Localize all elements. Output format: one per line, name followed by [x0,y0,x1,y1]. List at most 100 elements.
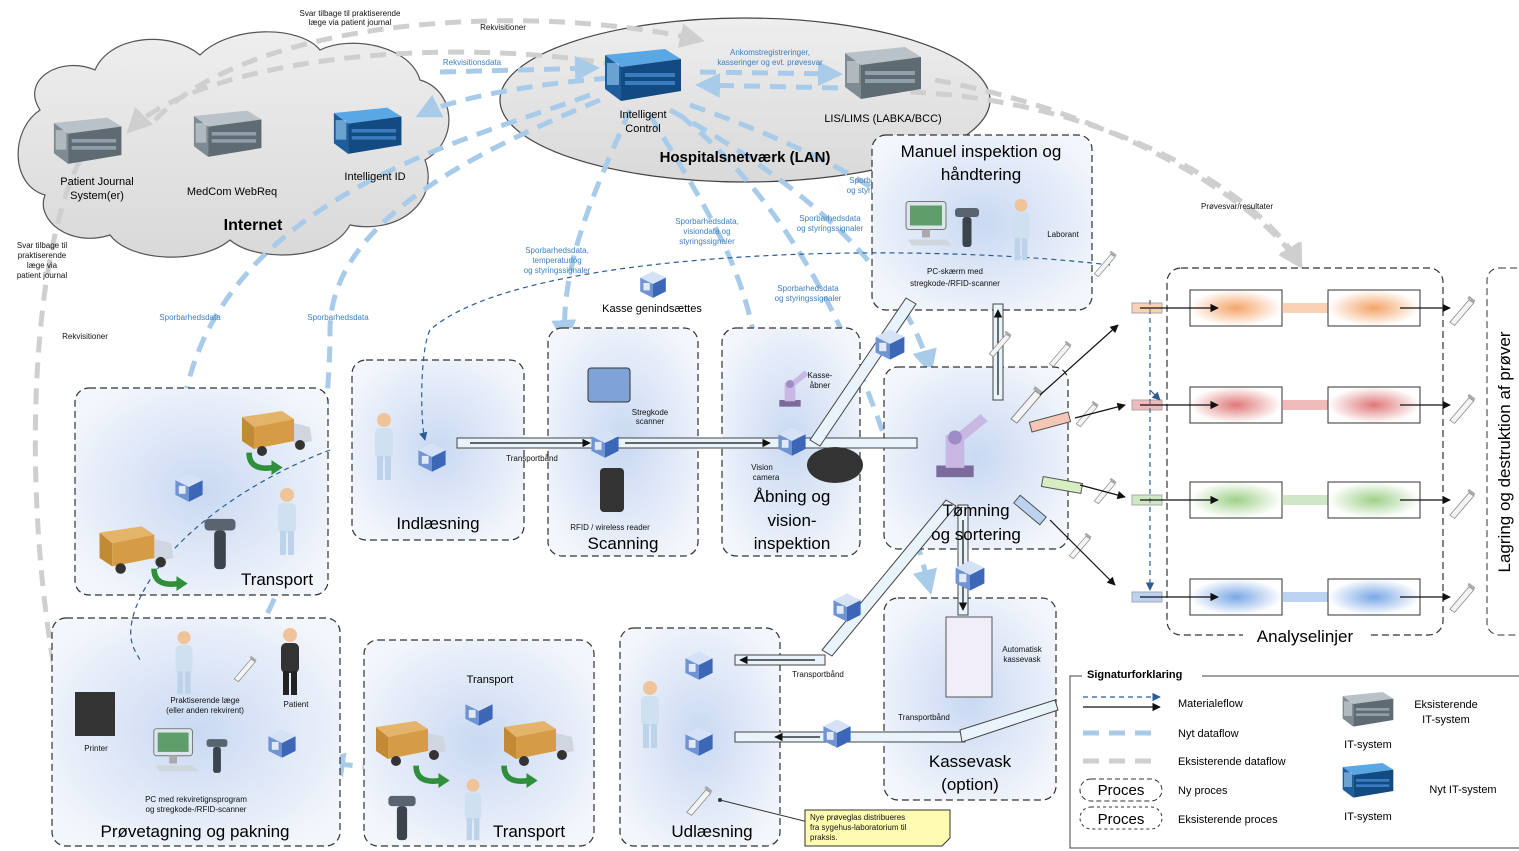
svar-top-label-2: læge via patient journal [309,18,392,27]
sporbar-vision-3: styringssignaler [679,237,735,246]
stregkode-scanner-icon [587,367,631,403]
provetagning-pc-label: PC med rekviretignsprogram [145,795,247,804]
sporbar-temp-3: og styringssignaler [524,266,591,275]
legend-nyt-dataflow: Nyt dataflow [1178,728,1239,740]
aabning-title-2: vision- [767,511,816,530]
manuel-title: Manuel inspektion og [901,142,1062,161]
kassevask-box [883,597,1057,801]
kasseaabner-label-2: åbner [810,381,831,390]
sorted-tube-2 [1040,476,1084,494]
provesvar-label: Prøvesvar/resultater [1201,202,1273,211]
svar-left-1: Svar tilbage til [17,241,67,250]
transport-top-title: Transport [241,570,313,589]
udlaesning-title: Udlæsning [671,822,752,841]
lagring-box [1486,267,1519,636]
provetagning-title: Prøvetagning og pakning [100,822,289,841]
printer-icon [75,692,115,736]
kasse-genind-box-icon [640,271,666,298]
kassevask-title-2: (option) [941,775,999,794]
transport-bottom-box [363,639,595,847]
kasseaabner-label: Kasse- [808,371,833,380]
note-line-3: praksis. [810,833,838,842]
sporbar-vision-2: visiondata og [683,227,730,236]
sporbar-styr1-2: og styringssignaler [797,224,864,233]
ankomst-label: Ankomstregistreringer, [730,48,810,57]
udlaesning-transportbaand: Transportbånd [792,670,844,679]
tomning-title-2: og sortering [931,525,1021,544]
sorted-tube-3 [1013,494,1047,526]
provetagning-pc-label-2: og stregkode-/RFID-scanner [146,805,247,814]
vision-label-2: camera [753,473,780,482]
analyse-link-2 [1282,495,1328,505]
manuel-pc-label-2: stregkode-/RFID-scanner [910,279,1000,288]
scanning-title: Scanning [588,534,659,553]
aabning-title: Åbning og [754,487,831,506]
intelligent-control-label-2: Control [625,123,660,135]
note-line-2: fra sygehus-laboratorium til [810,823,907,832]
kassevask-title: Kassevask [929,752,1012,771]
legend-eksisterende-proces: Eksisterende proces [1178,814,1278,826]
sporbar-temp-1: Sporbarhedsdata, [525,246,589,255]
sort-arrows [1039,324,1126,586]
stregkode-label-2: scanner [636,417,665,426]
svar-top-label: Svar tilbage til praktiserende [300,9,401,18]
provetagning-box [51,617,341,847]
legend-materialeflow: Materialeflow [1178,698,1243,710]
manuel-box [871,134,1093,311]
laborant-label: Laborant [1047,230,1079,239]
lagring-title: Lagring og destruktion af prøver [1495,331,1514,572]
patient-journal-label-2: System(er) [70,190,124,202]
internet-title: Internet [224,217,283,234]
sporbar-label-1: Sporbarhedsdata [159,313,221,322]
rfid-label: RFID / wireless reader [570,523,650,532]
medcom-webreq-label: MedCom WebReq [187,186,277,198]
legend-proces-new: Proces [1098,782,1145,799]
note-line-1: Nye prøveglas distribueres [810,813,905,822]
sporbar-styr3-1: Sporbarhedsdata [777,284,839,293]
rekvisitioner-left-label: Rekvisitioner [62,332,108,341]
analyse-link-3 [1282,592,1328,602]
intelligent-control-label: Intelligent [619,109,666,121]
rekvisitioner-top-label: Rekvisitioner [480,23,526,32]
sporbar-styr3-2: og styringssignaler [775,294,842,303]
aabning-title-3: inspektion [754,534,831,553]
analyse-lines [1131,289,1451,616]
tomning-title: Tømning [942,501,1009,520]
patient-journal-label: Patient Journal [60,176,133,188]
transport-bottom-title: Transport [493,822,565,841]
analyse-link-1 [1282,400,1328,410]
note-box: Nye prøveglas distribueres fra sygehus-l… [718,798,951,847]
legend-proces-existing: Proces [1098,811,1145,828]
legend-title: Signaturforklaring [1087,669,1182,681]
indlaesning-transportbaand: Transportbånd [506,454,558,463]
sporbar-vision-1: Sporbarhedsdata, [675,217,739,226]
rfid-reader-icon [600,468,624,512]
svar-left-3: læge via [27,261,58,270]
legend: Signaturforklaring Materialeflow Nyt dat… [1069,668,1519,849]
patient-label: Patient [284,700,310,709]
rekvisitionsdata-label: Rekvisitionsdata [443,58,502,67]
manuel-pc-label: PC-skærm med [927,267,983,276]
transport-bottom-label: Transport [467,674,514,686]
sporbar-label-2: Sporbarhedsdata [307,313,369,322]
ankomst-label-2: kasseringer og evt. prøvesvar [717,58,823,67]
legend-eksisterende-1: Eksisterende [1414,699,1478,711]
existing-dataflow-right [909,89,1303,270]
auto-kassevask-label: Automatisk [1002,645,1043,654]
sporbar-styr1-1: Sporbarhedsdata [799,214,861,223]
sporbar-temp-2: temperaturlog [532,256,581,265]
stregkode-label: Stregkode [632,408,669,417]
kasse-genind-label: Kasse genindsættes [602,303,702,315]
vision-label: Vision [751,463,773,472]
kassevask-box-icon [823,719,851,748]
legend-eksisterende-2: IT-system [1422,714,1470,726]
svar-left-4: patient journal [17,271,67,280]
kassevask-machine-icon [945,616,993,698]
legend-nyt-it: Nyt IT-system [1429,784,1496,796]
kassevask-transportbaand: Transportbånd [898,713,950,722]
legend-it-system-1: IT-system [1344,739,1392,751]
analyse-title: Analyselinjer [1257,627,1354,646]
auto-kassevask-label-2: kassevask [1003,655,1041,664]
vision-camera-icon [807,447,863,483]
legend-it-system-2: IT-system [1344,811,1392,823]
